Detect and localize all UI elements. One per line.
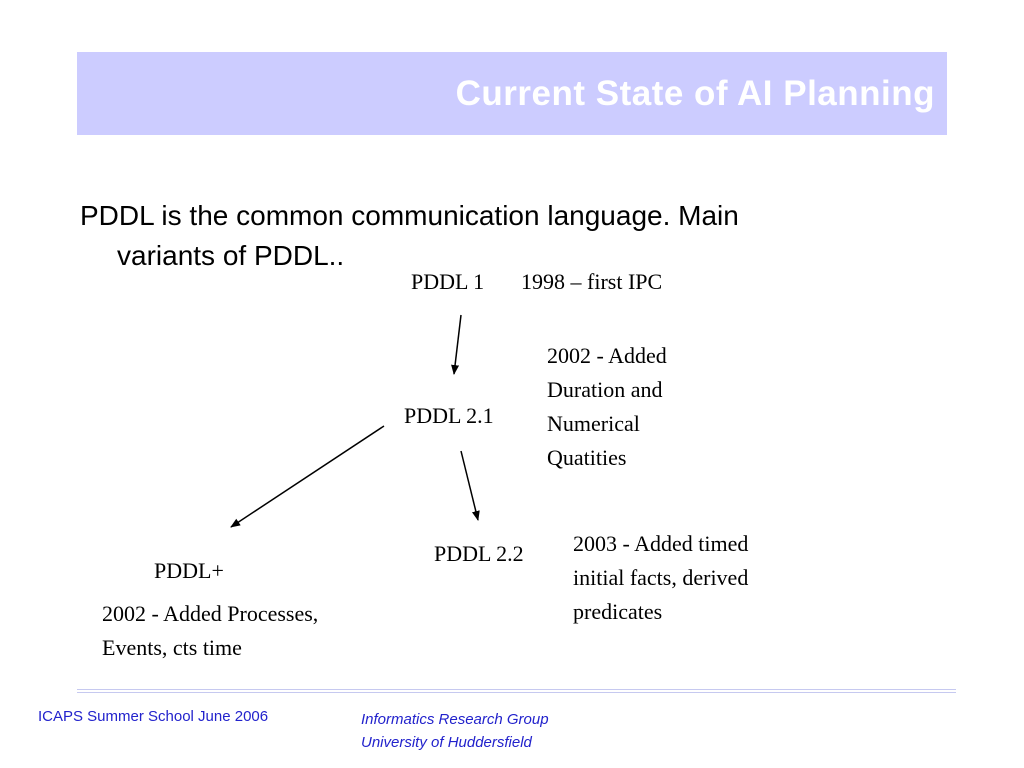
note-line: Events, cts time [102, 635, 242, 660]
note-line: 2002 - Added Processes, [102, 601, 319, 626]
node-pddl22-label: PDDL 2.2 [434, 541, 524, 566]
arrow-pddl1-to-pddl21 [451, 314, 462, 375]
node-pddl21-note: 2002 - Added Duration and Numerical Quat… [547, 339, 667, 475]
arrow-pddl21-to-pddl22 [460, 450, 480, 521]
footer-right-line-2: University of Huddersfield [361, 734, 532, 751]
footer-right-line-1: Informatics Research Group [361, 711, 549, 728]
slide-title: Current State of AI Planning [455, 74, 935, 113]
note-line: 2003 - Added timed [573, 531, 749, 556]
title-band: Current State of AI Planning [77, 52, 947, 135]
note-line: 2002 - Added [547, 343, 667, 368]
footer-rule-bottom [77, 692, 956, 693]
footer-rule-top [77, 689, 956, 690]
note-line: predicates [573, 599, 663, 624]
node-pddl1-note: 1998 – first IPC [521, 269, 663, 294]
node-pddl22-note: 2003 - Added timed initial facts, derive… [573, 527, 748, 629]
node-pddl1-label: PDDL 1 [411, 269, 485, 294]
note-line: Quatities [547, 445, 627, 470]
footer-right-text: Informatics Research Group University of… [361, 708, 549, 754]
bullet-line-1: PDDL is the common communication languag… [80, 200, 739, 231]
note-line: Numerical [547, 411, 640, 436]
note-line: initial facts, derived [573, 565, 749, 590]
node-pddlplus-note: 2002 - Added Processes, Events, cts time [102, 597, 318, 665]
note-line: Duration and [547, 377, 663, 402]
arrow-pddl21-to-pddlplus [230, 425, 385, 528]
node-pddl21-label: PDDL 2.1 [404, 403, 494, 428]
footer-left-text: ICAPS Summer School June 2006 [38, 708, 269, 725]
bullet-line-2: variants of PDDL.. [117, 240, 345, 271]
bullet-text: PDDL is the common communication languag… [80, 196, 920, 276]
node-pddlplus-label: PDDL+ [154, 558, 224, 583]
